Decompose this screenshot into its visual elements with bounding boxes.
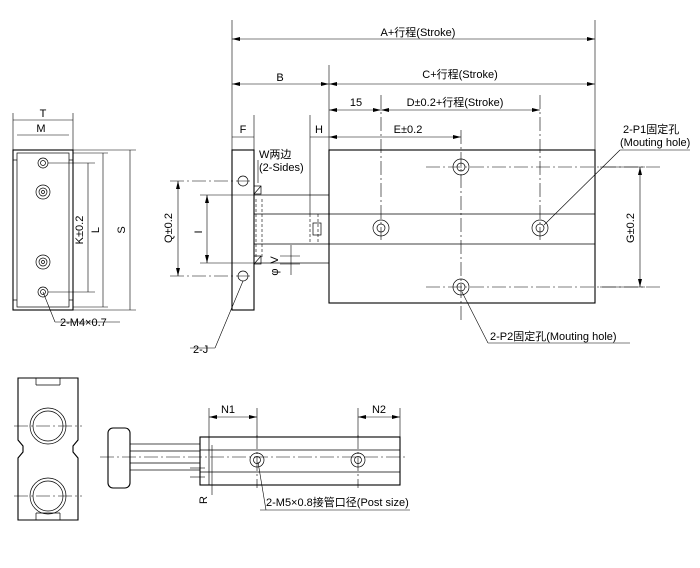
dim-k-label: K±0.2 bbox=[74, 216, 86, 245]
dim-15-label: 15 bbox=[350, 97, 362, 109]
dim-q-label: Q±0.2 bbox=[163, 213, 175, 243]
dim-l-label: L bbox=[90, 227, 102, 233]
dim-m-label: M bbox=[36, 123, 45, 135]
front-view: A+行程(Stroke) B C+行程(Stroke) 15 D±0.2+行程(… bbox=[163, 20, 690, 356]
end-view-bottom bbox=[14, 377, 82, 521]
callout-m5: 2-M5×0.8接管口径(Post size) bbox=[266, 495, 409, 509]
dim-e-label: E±0.2 bbox=[394, 124, 423, 136]
hole-icon bbox=[37, 157, 49, 169]
callout-p2: 2-P2固定孔(Mouting hole) bbox=[490, 329, 617, 343]
dim-v-label: V bbox=[269, 256, 281, 264]
dim-d-label: D±0.2+行程(Stroke) bbox=[407, 96, 504, 109]
dim-phi-label: φ bbox=[269, 268, 281, 275]
dim-g-label: G±0.2 bbox=[625, 213, 637, 243]
dim-c-label: C+行程(Stroke) bbox=[422, 68, 498, 81]
callout-p1-en: (Mouting hole) bbox=[620, 137, 690, 149]
port-icon bbox=[35, 254, 51, 270]
dim-b-label: B bbox=[276, 72, 283, 84]
dim-f-label: F bbox=[240, 124, 247, 136]
dim-r-label: R bbox=[198, 496, 210, 504]
dim-i-label: I bbox=[193, 230, 205, 233]
dim-n1-label: N1 bbox=[221, 404, 235, 416]
dim-s-label: S bbox=[116, 226, 128, 233]
dim-n2-label: N2 bbox=[372, 404, 386, 416]
dim-a-label: A+行程(Stroke) bbox=[381, 26, 456, 39]
end-view-left: T M K±0.2 L S 2-M4×0.7 bbox=[12, 108, 136, 329]
callout-m4: 2-M4×0.7 bbox=[60, 317, 107, 329]
callout-p1: 2-P1固定孔 bbox=[623, 122, 679, 136]
w-side-marker-icon bbox=[253, 185, 262, 265]
port-icon bbox=[35, 184, 51, 200]
dim-t-label: T bbox=[40, 108, 47, 120]
callout-w-sides-en: (2-Sides) bbox=[259, 162, 304, 174]
callout-j: 2-J bbox=[193, 344, 208, 356]
callout-w-sides: W两边 bbox=[259, 148, 291, 161]
dim-h-label: H bbox=[315, 124, 323, 136]
bore-icon bbox=[29, 407, 67, 515]
side-view-bottom: N1 N2 R 2-M5×0.8接管口径(Post size) bbox=[100, 404, 410, 511]
